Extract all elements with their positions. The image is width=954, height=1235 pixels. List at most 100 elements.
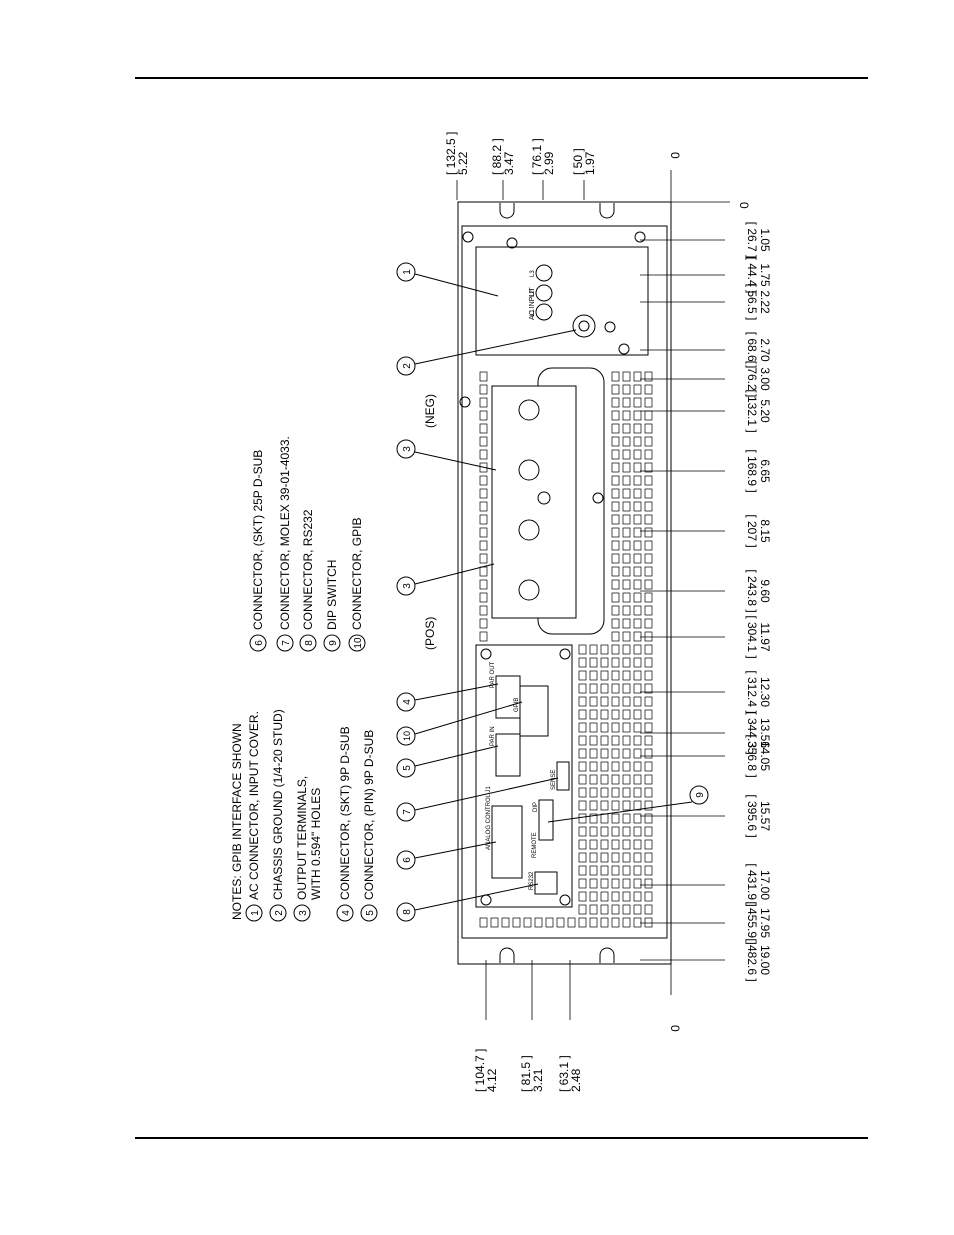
vent-slot <box>479 566 488 577</box>
vent-slot <box>479 540 488 551</box>
vent-slot <box>644 540 653 551</box>
vent-slot <box>644 436 653 447</box>
remote-label: REMOTE <box>532 832 538 858</box>
vent-slot <box>611 384 620 395</box>
dimension-in: 1.05 <box>758 228 772 252</box>
vent-slot <box>479 371 488 382</box>
vent-slot <box>633 592 642 603</box>
panel-body <box>461 225 668 939</box>
vent-slot <box>578 748 587 759</box>
vent-slot <box>611 670 620 681</box>
callout-bubble <box>396 576 416 596</box>
vent-slot <box>633 774 642 785</box>
callout-number: 9 <box>328 640 339 646</box>
vent-slot <box>600 657 609 668</box>
vent-slot <box>479 488 488 499</box>
vent-slot <box>611 787 620 798</box>
vent-slot <box>644 761 653 772</box>
note-text: CONNECTOR, (SKT) 25P D-SUB <box>251 450 265 630</box>
dimension-label: [ 44.4 ]1.75 <box>745 257 772 294</box>
vent-slot <box>622 566 631 577</box>
callout-number: 2 <box>274 910 285 916</box>
callout-number: 1 <box>402 269 413 275</box>
callout-number: 8 <box>402 909 413 915</box>
vent-slot <box>633 761 642 772</box>
dimension-label: [ 56.5 ]2.22 <box>745 284 772 321</box>
note-item-5: 5 CONNECTOR, (PIN) 9P D-SUB <box>360 730 378 922</box>
screw-icon <box>604 321 616 333</box>
vent-slot <box>644 449 653 460</box>
l1-label: L1 <box>530 309 536 316</box>
leader-line <box>414 273 499 297</box>
ground-stud-inner <box>578 320 590 332</box>
vent-slot <box>644 709 653 720</box>
vent-slot <box>633 501 642 512</box>
vent-slot <box>589 865 598 876</box>
vent-slot <box>578 852 587 863</box>
vent-slot <box>633 384 642 395</box>
vent-slot <box>622 618 631 629</box>
vent-slot <box>611 605 620 616</box>
l1-terminal <box>535 303 553 321</box>
vent-slot <box>578 826 587 837</box>
top-rule <box>135 77 868 79</box>
callout-number: 9 <box>695 792 706 798</box>
vent-slot <box>611 709 620 720</box>
terminal-hole <box>518 399 540 421</box>
vent-slot <box>523 917 532 928</box>
ac-cover-plate <box>475 246 649 356</box>
note-item-10: 10 CONNECTOR, GPIB <box>348 518 366 652</box>
vent-slot <box>611 644 620 655</box>
vent-slot <box>589 891 598 902</box>
note-text: CONNECTOR, RS232 <box>301 509 315 630</box>
vent-slot <box>622 592 631 603</box>
dimension-label: [ 76.2 ]3.00 <box>745 361 772 398</box>
dimension-in: 5.22 <box>456 151 470 175</box>
dimension-mm: [ 26.7 ] <box>745 222 759 259</box>
screw-icon <box>559 648 571 660</box>
vent-slot <box>589 813 598 824</box>
analog-dsub-25 <box>491 805 523 879</box>
screw-icon <box>506 237 518 249</box>
dimension-in: 3.00 <box>758 367 772 391</box>
vent-slot <box>611 553 620 564</box>
dimension-in: 2.22 <box>758 290 772 314</box>
callout-bubble <box>245 904 263 922</box>
dimension-label: [ 395.6 ]15.57 <box>745 794 772 837</box>
vent-slot <box>633 488 642 499</box>
callout-8: 8 <box>396 883 539 922</box>
vent-slot <box>633 878 642 889</box>
vent-slot <box>479 917 488 928</box>
dimension-in: 2.48 <box>569 1068 583 1092</box>
callout-number: 3 <box>402 446 413 452</box>
vent-slot <box>622 722 631 733</box>
vent-slot <box>589 839 598 850</box>
callout-bubble <box>396 902 416 922</box>
vent-slot <box>578 709 587 720</box>
vent-slot <box>611 683 620 694</box>
dimension-mm: [ 395.6 ] <box>745 794 759 837</box>
vent-slot <box>600 722 609 733</box>
dimension-in: 1.75 <box>758 263 772 287</box>
vent-slot <box>633 579 642 590</box>
dip-switch <box>538 799 554 841</box>
vent-slot <box>578 644 587 655</box>
vent-slot <box>644 566 653 577</box>
zero-datum-top: 0 <box>668 152 682 159</box>
vent-slot <box>622 917 631 928</box>
dimension-mm: [ 455.9 ] <box>745 901 759 944</box>
vent-slot <box>622 904 631 915</box>
vent-slot <box>589 761 598 772</box>
vent-slot <box>633 540 642 551</box>
notes-legend: NOTES: GPIB INTERFACE SHOWN 1 AC CONNECT… <box>230 436 378 922</box>
vent-slot <box>578 878 587 889</box>
vent-slot <box>611 527 620 538</box>
dimension-mm: [ 356.8 ] <box>745 734 759 777</box>
vent-slot <box>589 722 598 733</box>
vent-slot <box>589 735 598 746</box>
vent-slot <box>633 631 642 642</box>
terminal-hole <box>518 579 540 601</box>
vent-slot <box>611 423 620 434</box>
vent-slot <box>611 397 620 408</box>
vent-slot <box>578 761 587 772</box>
